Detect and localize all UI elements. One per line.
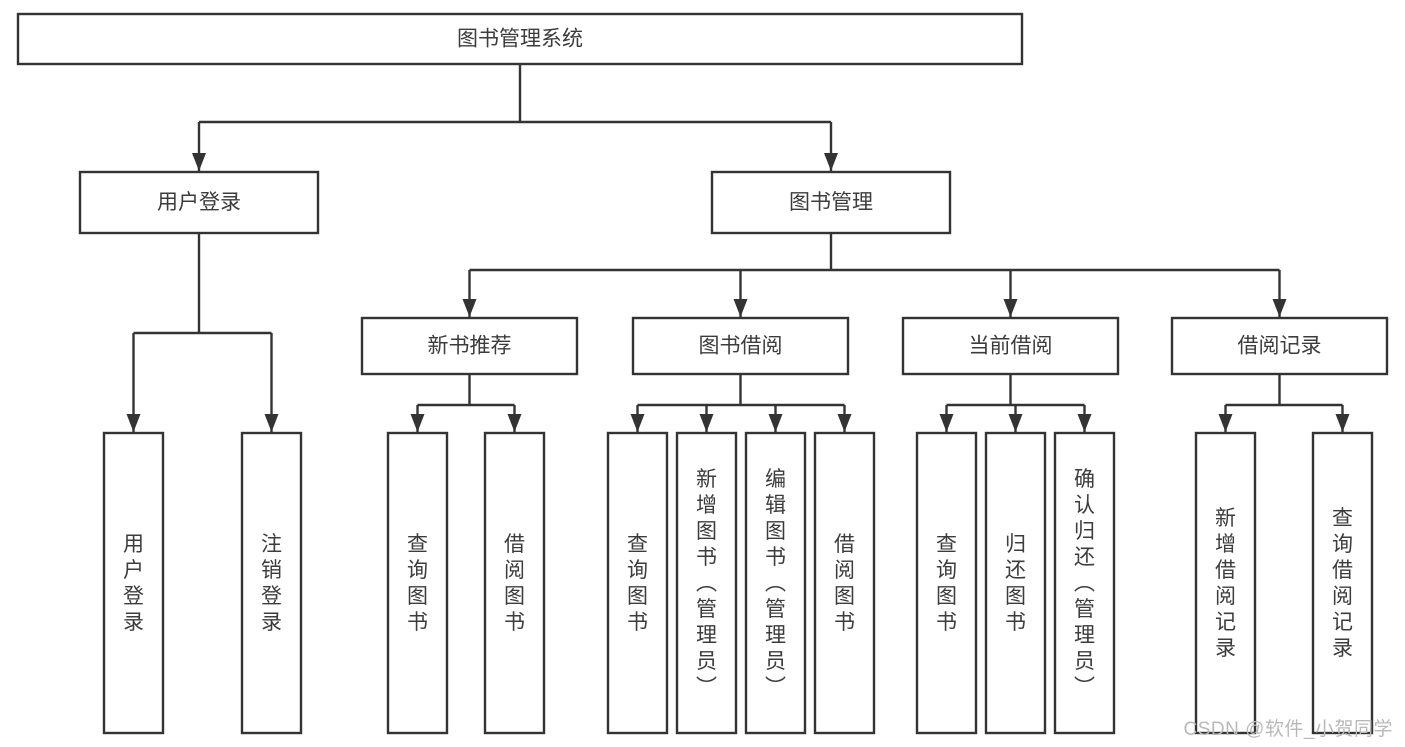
leaf-label: 新增图书︵管理员︶ bbox=[696, 468, 717, 699]
leaf-label: 查询图书 bbox=[936, 533, 957, 634]
leaf-node[interactable]: 查询图书 bbox=[386, 431, 449, 735]
leaf-label: 归还图书 bbox=[1005, 533, 1026, 634]
leaf-label: 编辑图书︵管理员︶ bbox=[765, 468, 786, 699]
level3-box[interactable] bbox=[901, 316, 1120, 376]
leaf-label: 借阅图书 bbox=[834, 533, 855, 634]
level3-node[interactable]: 借阅记录 bbox=[1170, 316, 1389, 376]
leaf-node[interactable]: 注销登录 bbox=[240, 431, 303, 735]
leaf-box[interactable] bbox=[813, 431, 876, 735]
leaf-box[interactable] bbox=[744, 431, 807, 735]
level3-box[interactable] bbox=[360, 316, 579, 376]
leaf-node[interactable]: 查询图书 bbox=[915, 431, 978, 735]
watermark-text: CSDN @软件_小贺同学 bbox=[1183, 719, 1393, 740]
leaf-node[interactable]: 借阅图书 bbox=[813, 431, 876, 735]
leaf-box[interactable] bbox=[240, 431, 303, 735]
level3-node[interactable]: 新书推荐 bbox=[360, 316, 579, 376]
arrow-head-icon bbox=[1335, 414, 1350, 432]
level3-label: 图书借阅 bbox=[699, 335, 783, 358]
arrow-head-icon bbox=[939, 414, 954, 432]
level3-box[interactable] bbox=[631, 316, 850, 376]
node-layer: 图书管理系统用户登录图书管理新书推荐图书借阅当前借阅借阅记录用户登录注销登录查询… bbox=[16, 12, 1389, 735]
arrow-head-icon bbox=[699, 414, 714, 432]
leaf-box[interactable] bbox=[984, 431, 1047, 735]
leaf-box[interactable] bbox=[1053, 431, 1116, 735]
leaf-label: 查询图书 bbox=[627, 533, 648, 634]
leaf-box[interactable] bbox=[483, 431, 546, 735]
leaf-box[interactable] bbox=[675, 431, 738, 735]
arrow-head-icon bbox=[264, 414, 279, 432]
root-node[interactable]: 图书管理系统 bbox=[16, 12, 1024, 66]
leaf-node[interactable]: 查询借阅记录 bbox=[1311, 431, 1374, 735]
arrow-head-icon bbox=[824, 153, 838, 171]
leaf-node[interactable]: 编辑图书︵管理员︶ bbox=[744, 431, 807, 735]
level3-node[interactable]: 当前借阅 bbox=[901, 316, 1120, 376]
root-label: 图书管理系统 bbox=[457, 28, 583, 51]
leaf-box[interactable] bbox=[386, 431, 449, 735]
arrow-head-icon bbox=[192, 153, 206, 171]
arrow-head-icon bbox=[768, 414, 783, 432]
level2-label: 图书管理 bbox=[789, 191, 873, 214]
leaf-box[interactable] bbox=[1311, 431, 1374, 735]
level2-node[interactable]: 图书管理 bbox=[710, 170, 952, 235]
leaf-label: 借阅图书 bbox=[504, 533, 525, 634]
leaf-label: 查询借阅记录 bbox=[1332, 507, 1353, 660]
arrow-head-icon bbox=[1272, 299, 1287, 317]
leaf-node[interactable]: 用户登录 bbox=[102, 431, 165, 735]
leaf-box[interactable] bbox=[606, 431, 669, 735]
leaf-label: 查询图书 bbox=[407, 533, 428, 634]
level3-label: 当前借阅 bbox=[969, 335, 1053, 358]
level3-label: 新书推荐 bbox=[428, 335, 512, 358]
arrow-head-icon bbox=[126, 414, 141, 432]
connector-layer bbox=[126, 64, 1350, 432]
arrow-head-icon bbox=[1008, 414, 1023, 432]
level2-label: 用户登录 bbox=[157, 191, 241, 214]
leaf-label: 注销登录 bbox=[261, 533, 282, 634]
level2-box[interactable] bbox=[710, 170, 952, 235]
leaf-node[interactable]: 新增图书︵管理员︶ bbox=[675, 431, 738, 735]
arrow-head-icon bbox=[1077, 414, 1092, 432]
arrow-head-icon bbox=[507, 414, 522, 432]
arrow-head-icon bbox=[630, 414, 645, 432]
leaf-node[interactable]: 查询图书 bbox=[606, 431, 669, 735]
root-box[interactable] bbox=[16, 12, 1024, 66]
arrow-head-icon bbox=[1218, 414, 1233, 432]
level3-node[interactable]: 图书借阅 bbox=[631, 316, 850, 376]
leaf-box[interactable] bbox=[102, 431, 165, 735]
leaf-label: 新增借阅记录 bbox=[1215, 507, 1236, 660]
arrow-head-icon bbox=[410, 414, 425, 432]
leaf-node[interactable]: 借阅图书 bbox=[483, 431, 546, 735]
leaf-box[interactable] bbox=[915, 431, 978, 735]
leaf-node[interactable]: 新增借阅记录 bbox=[1194, 431, 1257, 735]
level3-label: 借阅记录 bbox=[1238, 335, 1322, 358]
leaf-label: 用户登录 bbox=[123, 533, 144, 634]
arrow-head-icon bbox=[462, 299, 477, 317]
leaf-node[interactable]: 归还图书 bbox=[984, 431, 1047, 735]
leaf-box[interactable] bbox=[1194, 431, 1257, 735]
arrow-head-icon bbox=[1003, 299, 1018, 317]
level2-box[interactable] bbox=[78, 170, 320, 235]
arrow-head-icon bbox=[733, 299, 748, 317]
leaf-node[interactable]: 确认归还︵管理员︶ bbox=[1053, 431, 1116, 735]
arrow-head-icon bbox=[837, 414, 852, 432]
leaf-label: 确认归还︵管理员︶ bbox=[1074, 468, 1095, 699]
level3-box[interactable] bbox=[1170, 316, 1389, 376]
level2-node[interactable]: 用户登录 bbox=[78, 170, 320, 235]
